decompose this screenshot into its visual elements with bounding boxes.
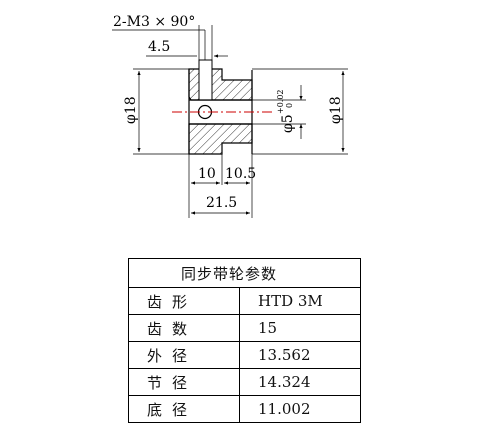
table-row: 齿形 HTD 3M	[128, 287, 361, 315]
dim-10: 10	[198, 166, 216, 182]
param-value: HTD 3M	[239, 287, 361, 315]
chamfer-label: 2-M3 × 90°	[113, 14, 195, 30]
dim-phi5: φ5	[280, 114, 296, 133]
table-title: 同步带轮参数	[128, 258, 361, 288]
param-key: 外径	[128, 341, 240, 369]
param-value: 11.002	[239, 395, 361, 423]
param-key: 节径	[128, 368, 240, 396]
table-row: 底径 11.002	[128, 395, 361, 423]
dim-21-5: 21.5	[206, 195, 237, 211]
dim-phi18-right: φ18	[328, 96, 344, 124]
pulley-drawing: 2-M3 × 90° 4.5 φ18 φ18 φ5 +0.02 0 10 10.…	[112, 14, 348, 218]
upper-section	[188, 68, 253, 101]
param-value: 14.324	[239, 368, 361, 396]
dim-phi5-tol-upper: +0.02	[276, 89, 285, 114]
param-value: 15	[239, 314, 361, 342]
table-row: 节径 14.324	[128, 368, 361, 396]
dimension-lines	[112, 29, 345, 215]
section-hatching	[188, 59, 253, 155]
param-key: 底径	[128, 395, 240, 423]
dim-10-5: 10.5	[225, 166, 256, 182]
lower-section	[188, 123, 253, 155]
extension-lines	[133, 25, 348, 218]
dim-phi18-left: φ18	[123, 96, 139, 124]
table-row: 齿数 15	[128, 314, 361, 342]
pulley-parameter-table: 同步带轮参数 齿形 HTD 3M 齿数 15 外径 13.562 节径 14.3…	[128, 258, 361, 423]
table-title-row: 同步带轮参数	[128, 258, 361, 288]
dim-4-5: 4.5	[148, 39, 170, 55]
table-row: 外径 13.562	[128, 341, 361, 369]
param-key: 齿数	[128, 314, 240, 342]
dim-phi5-tol-lower: 0	[285, 103, 294, 108]
setscrew-slot	[198, 59, 213, 101]
param-key: 齿形	[128, 287, 240, 315]
param-value: 13.562	[239, 341, 361, 369]
